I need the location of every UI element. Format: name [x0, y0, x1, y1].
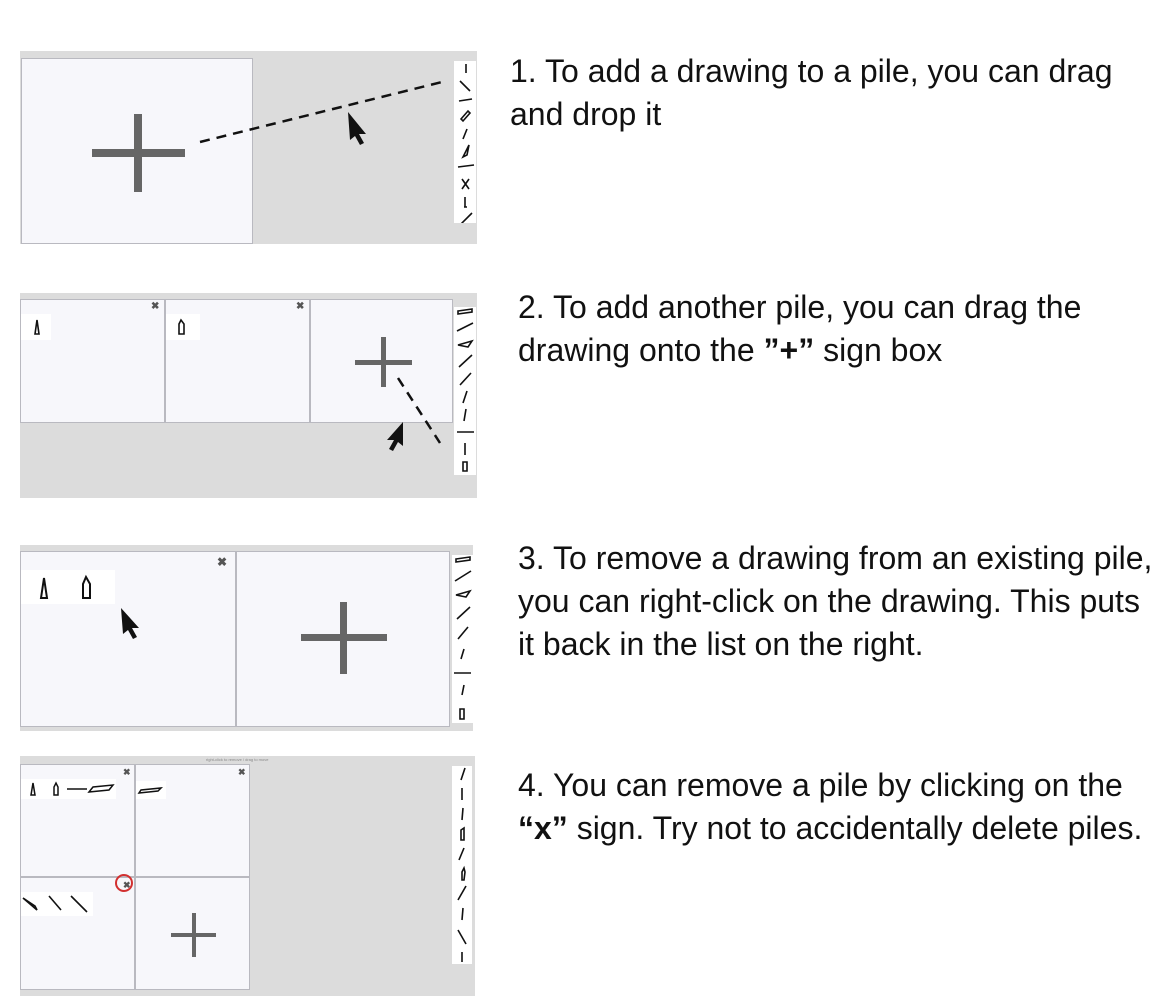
add-pile-box[interactable] [135, 877, 250, 990]
drawing-thumbnail [462, 461, 468, 472]
drawing-thumbnail[interactable] [136, 781, 166, 799]
hint-text: right-click to remove / drag to move [206, 757, 269, 762]
add-pile-box[interactable] [236, 551, 450, 727]
plus-icon-vertical [381, 337, 386, 387]
drawing-thumbnail [457, 885, 467, 901]
instruction-text-bold: “x” [518, 810, 568, 846]
drawing-thumbnail [457, 339, 474, 348]
close-icon[interactable]: ✖ [296, 301, 305, 312]
drawing-thumbnail [458, 354, 473, 368]
plus-icon-vertical [134, 114, 142, 192]
drawing-thumbnail [464, 197, 467, 208]
drawing-thumbnail [457, 929, 467, 945]
drawing-thumbnail [461, 178, 470, 190]
drawing-thumbnail [455, 556, 471, 563]
instruction-step-2: 2. To add another pile, you can drag the… [518, 286, 1158, 372]
instruction-step-1: 1. To add a drawing to a pile, you can d… [510, 50, 1160, 136]
drawing-list[interactable] [454, 61, 476, 228]
panel-step-1 [20, 51, 477, 244]
drawing-thumbnail [458, 98, 473, 102]
drawing-list[interactable] [454, 307, 476, 475]
drawing-list[interactable] [452, 555, 473, 723]
close-icon[interactable]: ✖ [123, 767, 131, 777]
drawing-thumbnails[interactable] [452, 555, 473, 723]
drawing-list[interactable] [452, 766, 472, 964]
drawing-thumbnails[interactable] [454, 307, 476, 475]
drawing-thumbnail [454, 570, 472, 582]
drawing-thumbnails[interactable] [454, 61, 476, 228]
drawing-thumbnail [461, 865, 466, 881]
drawing-thumbnail [459, 80, 471, 92]
instruction-text-post: sign. Try not to accidentally delete pil… [567, 810, 1143, 846]
drawing-thumbnail[interactable] [21, 779, 116, 799]
drawing-thumbnail [459, 372, 472, 386]
drawing-thumbnail [461, 807, 464, 821]
instruction-text-pre: 2. To add another pile, you can drag the… [518, 289, 1082, 368]
drawing-thumbnail [456, 606, 471, 620]
drawing-thumbnail [457, 164, 475, 168]
pile[interactable]: ✖ [20, 299, 165, 423]
drawing-thumbnail[interactable] [21, 570, 115, 604]
close-icon[interactable]: ✖ [217, 555, 228, 569]
panel-step-2: ✖ ✖ [20, 293, 477, 498]
instruction-step-3: 3. To remove a drawing from an existing … [518, 537, 1158, 666]
drawing-thumbnails[interactable] [452, 766, 472, 964]
pile[interactable]: ✖ [20, 764, 135, 877]
pile[interactable]: ✖ [20, 877, 135, 990]
drawing-thumbnail [456, 322, 474, 332]
drawing-thumbnail [459, 109, 472, 123]
drawing-thumbnail [459, 708, 465, 720]
close-icon[interactable]: ✖ [123, 880, 131, 890]
drawing-thumbnail [463, 408, 467, 422]
pile[interactable]: ✖ [20, 551, 236, 727]
close-icon[interactable]: ✖ [238, 767, 246, 777]
drawing-thumbnail [457, 626, 469, 640]
instruction-text-post: sign box [814, 332, 943, 368]
instruction-text: 3. To remove a drawing from an existing … [518, 540, 1153, 662]
plus-icon-vertical [192, 913, 196, 957]
drawing-thumbnail [461, 684, 465, 696]
plus-icon-vertical [340, 602, 347, 674]
drawing-thumbnail[interactable] [21, 314, 51, 340]
instruction-text-pre: 4. You can remove a pile by clicking on … [518, 767, 1123, 803]
drawing-thumbnail [461, 907, 464, 921]
drawing-thumbnail [462, 390, 468, 404]
close-icon[interactable]: ✖ [151, 301, 160, 312]
drawing-thumbnail [460, 826, 465, 841]
drawing-thumbnail [460, 767, 466, 781]
instruction-text-bold: ”+” [763, 332, 815, 368]
pile[interactable]: ✖ [135, 764, 250, 877]
pile[interactable]: ✖ [165, 299, 310, 423]
drawing-thumbnail [461, 144, 470, 159]
drawing-thumbnail [462, 128, 468, 140]
panel-step-4: right-click to remove / drag to move ✖ ✖… [20, 756, 475, 996]
drawing-thumbnail [460, 648, 465, 660]
drawing-thumbnail[interactable] [21, 892, 93, 916]
drawing-thumbnail [458, 847, 465, 861]
instruction-text: 1. To add a drawing to a pile, you can d… [510, 53, 1113, 132]
instruction-step-4: 4. You can remove a pile by clicking on … [518, 764, 1158, 850]
drawing-thumbnail [457, 308, 473, 315]
add-pile-box[interactable] [310, 299, 453, 423]
panel-step-3: ✖ [20, 545, 473, 731]
add-pile-box[interactable] [21, 58, 253, 244]
drawing-thumbnail [455, 589, 472, 598]
drawing-thumbnail [457, 212, 473, 228]
drawing-thumbnail[interactable] [166, 314, 200, 340]
